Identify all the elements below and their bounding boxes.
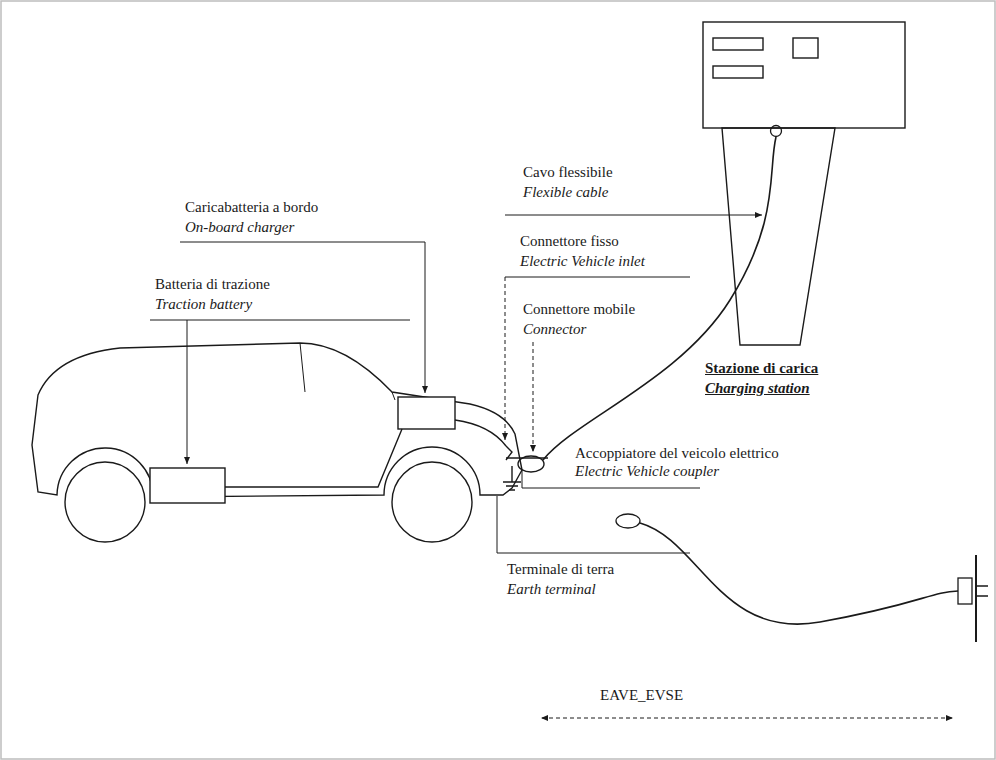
wall-plug: [958, 578, 972, 604]
leader-earth: [497, 496, 690, 553]
traction-battery: [150, 468, 225, 503]
coupler-bracket: [506, 457, 548, 458]
leader-inlet: [505, 277, 690, 278]
charging-station: Stazione di caricaCharging station: [700, 15, 910, 395]
station-outline: [700, 15, 910, 395]
leader-battery-arrow: [187, 320, 188, 464]
station-display: [713, 38, 763, 50]
leader-battery: [150, 320, 410, 321]
english-label: Traction battery: [155, 295, 252, 313]
station-pedestal: [722, 128, 835, 345]
leader-charger: [180, 242, 425, 393]
italian-label: Connettore mobile: [523, 300, 635, 318]
rear-wheel: [65, 462, 145, 542]
leader-lines: [150, 215, 953, 718]
italian-label: Caricabatteria a bordo: [185, 198, 318, 216]
car-pillar: [300, 343, 395, 400]
italian-label: Connettore fisso: [520, 232, 619, 250]
italian-label: Accoppiatore del veicolo elettrico: [575, 444, 779, 462]
station-title: Charging station: [705, 378, 810, 398]
loose-cable: [640, 523, 958, 624]
italian-label: Cavo flessibile: [523, 163, 613, 181]
english-label: Flexible cable: [523, 183, 608, 201]
plug-pins: [976, 586, 988, 596]
station-display: [713, 66, 763, 78]
station-socket: [771, 126, 782, 137]
english-label: Connector: [523, 320, 586, 338]
leader-inlet-arrow: [505, 277, 506, 440]
italian-label: EAVE_EVSE: [600, 686, 683, 704]
english-label: Electric Vehicle coupler: [575, 462, 719, 480]
english-label: On-board charger: [185, 218, 294, 236]
station-title: Stazione di carica: [705, 358, 818, 378]
station-panel: [793, 38, 818, 58]
leader-cable: [505, 215, 762, 216]
evse-extent-arrow: [542, 718, 953, 719]
station-cabinet: [703, 22, 905, 128]
battery-wire: [225, 429, 402, 487]
car-body: [32, 343, 522, 497]
italian-label: Terminale di terra: [507, 560, 614, 578]
english-label: Electric Vehicle inlet: [520, 252, 645, 270]
cable-connector: [616, 514, 640, 528]
car: [32, 343, 548, 542]
on-board-charger: [398, 397, 455, 429]
wall: [975, 555, 977, 642]
front-wheel: [392, 462, 472, 542]
charger-wire: [455, 420, 506, 446]
leader-connector: [533, 342, 534, 452]
english-label: Earth terminal: [507, 580, 596, 598]
italian-label: Batteria di trazione: [155, 275, 270, 293]
earth-symbol: [503, 466, 521, 490]
